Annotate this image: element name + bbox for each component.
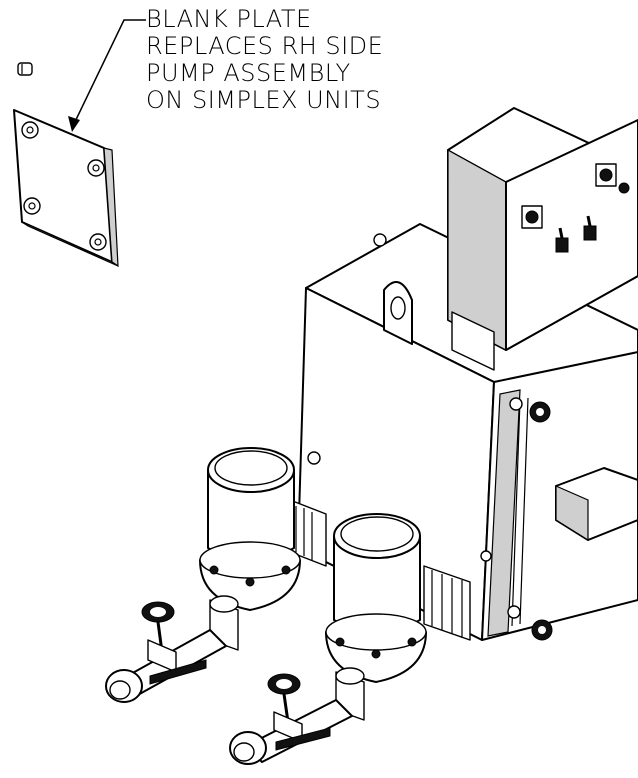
lifting-lug xyxy=(383,281,413,345)
frame-bolt xyxy=(509,397,523,411)
valve-handwheel xyxy=(267,673,303,743)
knob xyxy=(531,619,553,641)
toggle-switch xyxy=(555,227,569,253)
tank-fastener xyxy=(373,233,387,247)
plate-bolt xyxy=(23,197,41,215)
selector-switch xyxy=(521,205,543,229)
plate-bolt xyxy=(89,233,107,251)
callout-line: ON SIMPLEX UNITS xyxy=(146,86,382,114)
selector-switch xyxy=(595,163,617,187)
blank-plate xyxy=(13,109,119,268)
callout-line: BLANK PLATE xyxy=(146,5,312,33)
tank-fastener xyxy=(307,451,321,465)
pump-flange xyxy=(423,565,471,641)
pump-motor xyxy=(333,513,421,633)
callout-line: REPLACES RH SIDE xyxy=(146,32,384,60)
loose-fastener xyxy=(17,62,33,76)
indicator-light xyxy=(618,182,630,194)
pump-assembly xyxy=(229,513,471,765)
valve-handwheel xyxy=(141,601,177,673)
pump-flange xyxy=(289,499,327,567)
knob xyxy=(529,401,551,423)
ball-valve xyxy=(229,727,331,765)
toggle-switch xyxy=(583,215,597,241)
callout-note: BLANK PLATE REPLACES RH SIDE PUMP ASSEMB… xyxy=(146,6,446,114)
control-panel xyxy=(447,107,638,371)
frame-bolt xyxy=(507,605,521,619)
pump-assembly xyxy=(105,447,327,703)
ball-valve xyxy=(105,659,207,703)
plate-bolt xyxy=(21,121,39,139)
pump-motor xyxy=(207,447,295,561)
junction-box xyxy=(555,467,638,542)
tank-fastener xyxy=(480,550,492,562)
callout-line: PUMP ASSEMBLY xyxy=(146,59,351,87)
callout-leader xyxy=(68,19,146,132)
plate-bolt xyxy=(87,159,105,177)
